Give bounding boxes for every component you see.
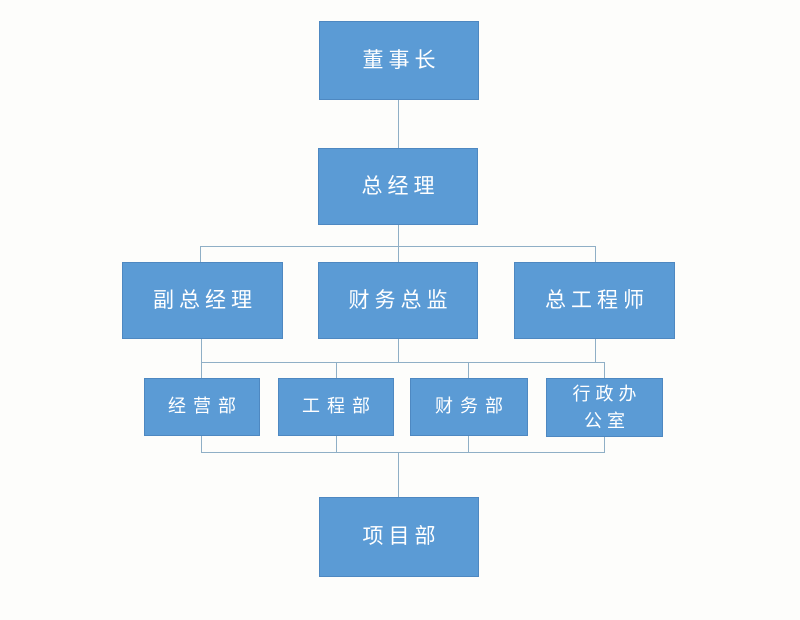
connector-stub-to-fd [398, 246, 399, 262]
org-node-engineering-dept: 工程部 [278, 378, 394, 436]
org-node-admin-office-label-line1: 行政办 [572, 383, 642, 404]
org-node-chief-engineer: 总工程师 [514, 262, 675, 339]
org-node-project-dept: 项目部 [319, 497, 479, 577]
org-node-general-manager-label: 总经理 [361, 174, 440, 198]
org-node-finance-dept: 财务部 [410, 378, 528, 436]
connector-bus-to-project [398, 452, 399, 497]
org-node-finance-director: 财务总监 [318, 262, 478, 339]
org-node-admin-office: 行政办 公室 [546, 378, 663, 437]
org-node-deputy-general-manager: 副总经理 [122, 262, 283, 339]
connector-fd-down [398, 339, 399, 362]
connector-dgm-down [201, 339, 202, 378]
org-node-finance-director-label: 财务总监 [348, 288, 453, 312]
org-node-chief-engineer-label: 总工程师 [545, 288, 649, 312]
org-node-operations-dept: 经营部 [144, 378, 260, 436]
org-node-chairman-label: 董事长 [362, 48, 441, 72]
connector-chairman-to-gm [398, 100, 399, 148]
connector-stub-to-admin [604, 362, 605, 378]
connector-operations-down [201, 436, 202, 452]
org-node-operations-dept-label: 经营部 [168, 396, 243, 417]
org-node-deputy-general-manager-label: 副总经理 [153, 288, 257, 312]
org-node-finance-dept-label: 财务部 [435, 396, 510, 417]
org-node-project-dept-label: 项目部 [362, 525, 441, 549]
connector-stub-to-ce [595, 246, 596, 262]
connector-admin-down [604, 437, 605, 452]
connector-finance-down [468, 436, 469, 452]
connector-stub-to-engineering [336, 362, 337, 378]
connector-stub-to-finance [468, 362, 469, 378]
org-node-chairman: 董事长 [319, 21, 479, 100]
org-node-admin-office-label-line2: 公室 [584, 410, 630, 431]
org-node-engineering-dept-label: 工程部 [302, 396, 377, 417]
connector-level5-bus [201, 452, 605, 453]
connector-gm-stub-down [398, 225, 399, 246]
connector-level4-bus [201, 362, 605, 363]
connector-engineering-down [336, 436, 337, 452]
connector-stub-to-dgm [200, 246, 201, 262]
connector-ce-down [595, 339, 596, 362]
org-node-general-manager: 总经理 [318, 148, 478, 225]
